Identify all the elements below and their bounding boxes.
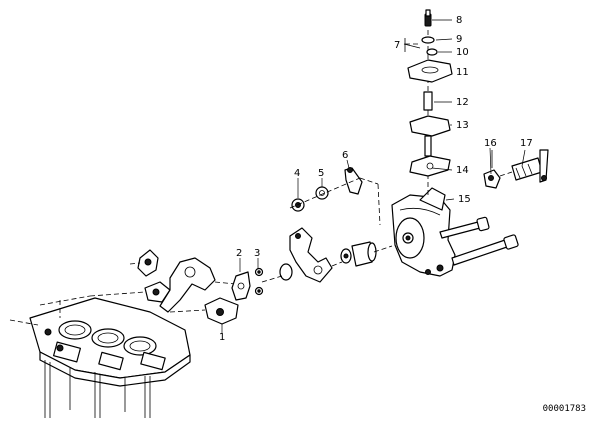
- callout-7: 7: [394, 40, 400, 51]
- callout-labels: 1 2 3 4 5 6 7 8 9 10 11 12 13 14 15 16 1…: [219, 15, 533, 343]
- callout-8: 8: [456, 15, 462, 26]
- part-17-linkage-rod: [499, 149, 549, 183]
- throttle-shaft-bracket: [39, 249, 171, 306]
- callout-4: 4: [294, 168, 300, 179]
- callout-17: 17: [520, 138, 533, 149]
- callout-12: 12: [456, 97, 469, 108]
- callout-6: 6: [342, 150, 348, 161]
- leader-lines: [221, 19, 526, 334]
- part-1-bracket: [169, 297, 239, 325]
- callout-9: 9: [456, 34, 462, 45]
- callout-11: 11: [456, 67, 469, 78]
- document-id: 00001783: [542, 404, 586, 414]
- carburetor-base-body: [9, 297, 191, 418]
- callout-13: 13: [456, 120, 469, 131]
- callout-1: 1: [219, 332, 225, 343]
- throttle-housing: [391, 187, 456, 277]
- linkage-arm: [261, 227, 343, 283]
- part-5-washer: [315, 186, 329, 200]
- part-3-washers: [254, 267, 264, 296]
- callout-10: 10: [456, 47, 469, 58]
- shaft-sleeve: [340, 241, 393, 267]
- callout-15: 15: [458, 194, 471, 205]
- spindle-stack: [404, 9, 453, 196]
- callout-5: 5: [318, 168, 324, 179]
- part-16-spring-clip: [483, 150, 501, 189]
- housing-bolts: [439, 216, 519, 266]
- part-6-lever: [289, 167, 381, 226]
- callout-3: 3: [254, 248, 260, 259]
- callout-16: 16: [484, 138, 497, 149]
- throttle-lever: [159, 257, 237, 313]
- callout-14: 14: [456, 165, 469, 176]
- callout-2: 2: [236, 248, 242, 259]
- part-2-lever: [231, 271, 251, 301]
